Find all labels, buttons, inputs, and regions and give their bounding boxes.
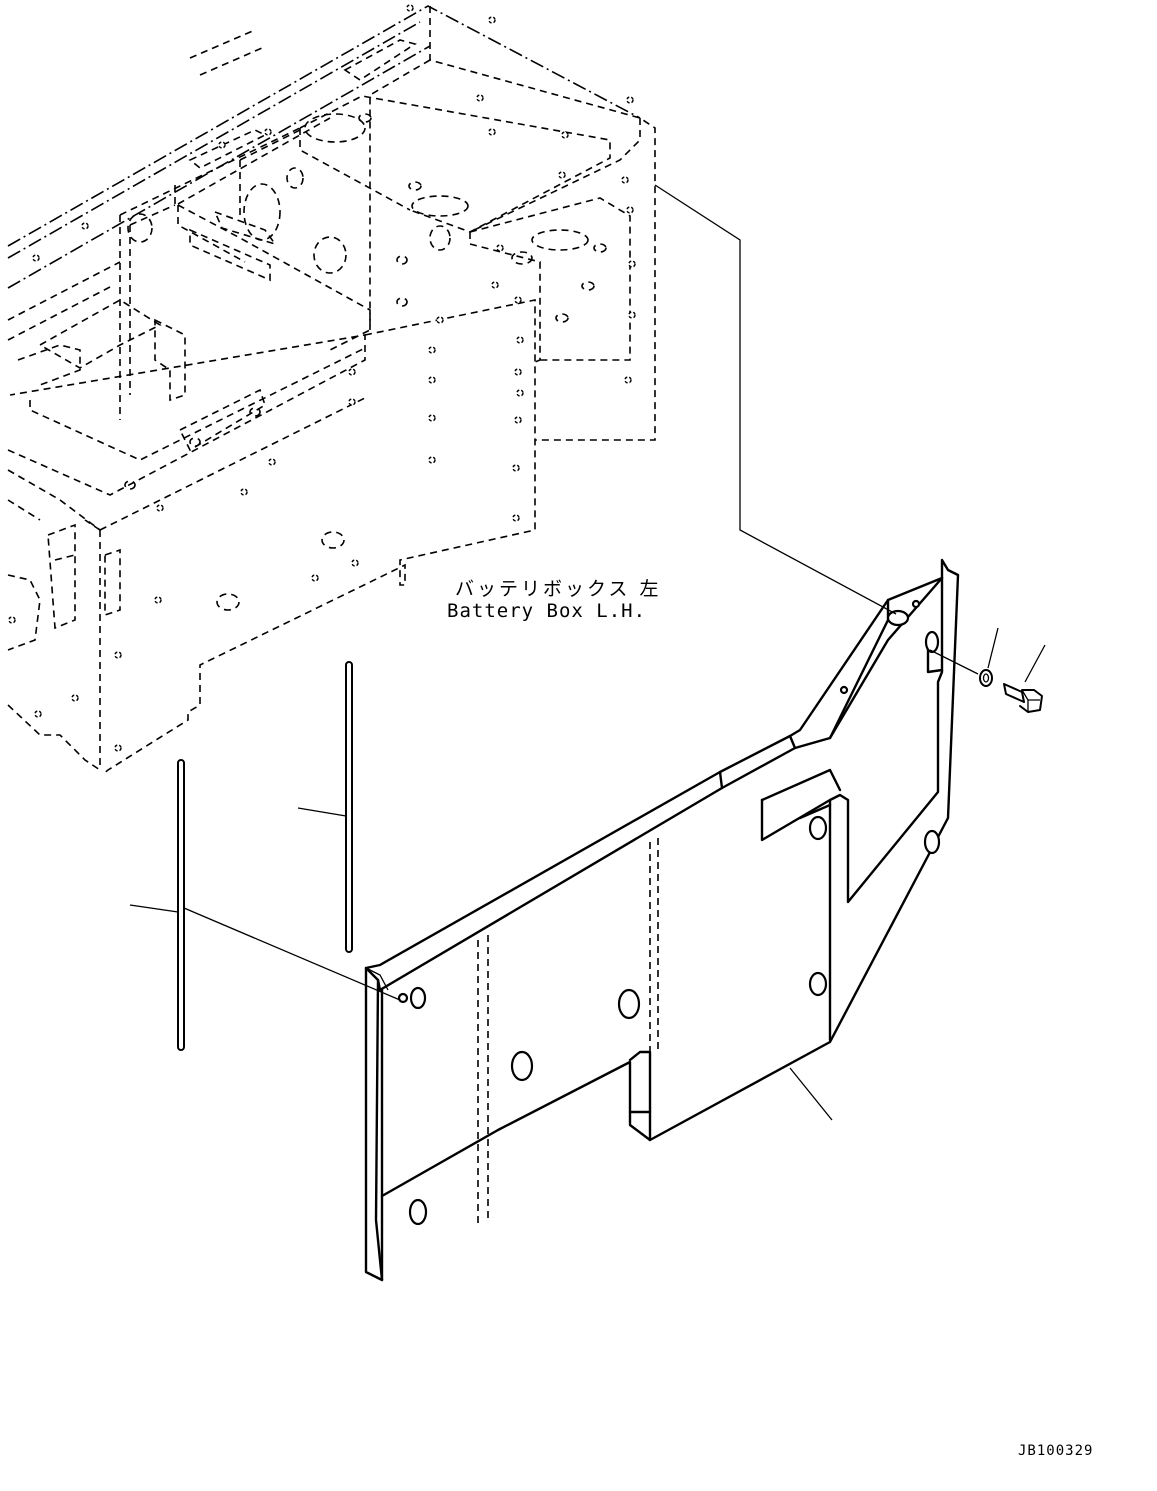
bolt — [1003, 683, 1043, 713]
frame-assembly-phantom — [7, 4, 656, 776]
leader-lines — [129, 184, 1046, 1121]
seal-strip-lower — [177, 759, 185, 1051]
battery-box-cover — [364, 558, 960, 1282]
part-label-english: Battery Box L.H. — [447, 600, 647, 622]
part-label-japanese: バッテリボックス 左 — [455, 578, 662, 600]
washer — [979, 669, 993, 687]
seal-strip-upper — [345, 661, 353, 953]
drawing-code: JB100329 — [1018, 1443, 1094, 1459]
